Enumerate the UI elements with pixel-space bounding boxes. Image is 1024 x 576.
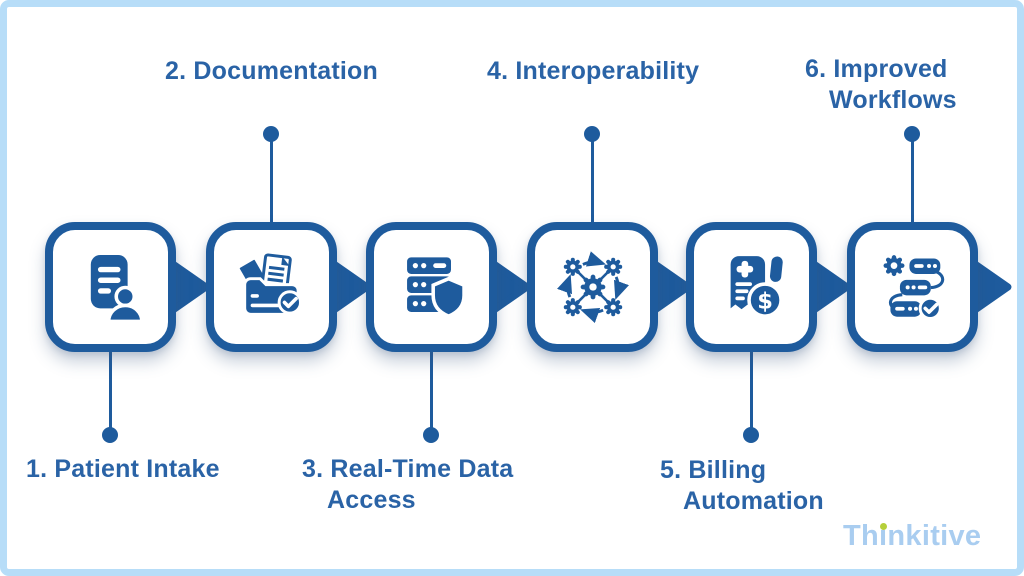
connector-dot-2 — [263, 126, 279, 142]
label-line: 1. Patient Intake — [26, 455, 220, 483]
connector-dot-4 — [584, 126, 600, 142]
connector-line-6 — [911, 140, 914, 224]
connector-line-2 — [270, 140, 273, 224]
step-card-real-time-data-access — [366, 222, 497, 352]
connector-line-3 — [430, 350, 433, 430]
connector-dot-1 — [102, 427, 118, 443]
step-label-real-time-data-access: 3. Real-Time Data Access — [302, 454, 513, 516]
step-card-patient-intake — [45, 222, 176, 352]
connector-dot-5 — [743, 427, 759, 443]
logo-letter-i: ı — [879, 520, 887, 553]
label-line: 3. Real-Time Data — [302, 455, 514, 483]
medical-bill-dollar-icon: $ — [727, 253, 786, 318]
connector-dot-3 — [423, 427, 439, 443]
connector-line-4 — [591, 140, 594, 224]
step-card-improved-workflows — [847, 222, 978, 352]
label-line: 2. Documentation — [165, 57, 378, 85]
gear-shape — [563, 257, 622, 317]
step-card-billing-automation: $ — [686, 222, 817, 352]
step-label-patient-intake: 1. Patient Intake — [26, 454, 220, 485]
step-card-documentation — [206, 222, 337, 352]
logo-text-part2: nkitive — [887, 520, 982, 552]
logo-dotless-i: ı — [879, 520, 888, 552]
label-line: 4. Interoperability — [487, 57, 700, 85]
step-label-interoperability: 4. Interoperability — [487, 56, 699, 87]
step-card-interoperability — [527, 222, 658, 352]
label-line: Access — [327, 486, 416, 514]
label-line: 5. Billing — [660, 456, 767, 484]
connector-line-5 — [750, 350, 753, 430]
step-label-billing-automation: 5. Billing Automation — [660, 455, 824, 517]
logo-i-dot — [880, 523, 888, 530]
svg-text:$: $ — [757, 288, 773, 314]
step-label-improved-workflows: 6. Improved Workflows — [805, 54, 957, 116]
connector-line-1 — [109, 350, 112, 430]
patient-document-icon — [90, 254, 144, 324]
workflow-gear-check-icon — [883, 255, 944, 320]
logo-text-part1: Th — [843, 520, 880, 552]
connector-dot-6 — [904, 126, 920, 142]
label-line: 6. Improved — [805, 55, 948, 83]
label-line: Workflows — [829, 86, 957, 114]
gears-network-icon — [556, 251, 629, 324]
folder-documents-check-icon — [236, 253, 302, 316]
server-shield-icon — [406, 257, 466, 319]
label-line: Automation — [683, 487, 824, 515]
step-label-documentation: 2. Documentation — [165, 56, 378, 87]
